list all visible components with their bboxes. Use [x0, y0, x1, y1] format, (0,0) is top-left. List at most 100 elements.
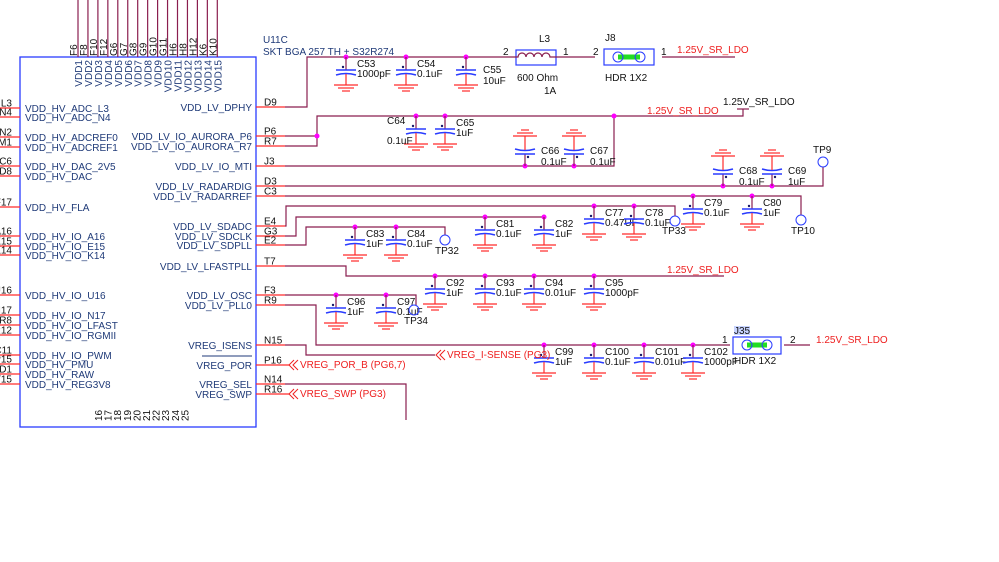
pin-name: VDD5	[114, 60, 125, 87]
connector-j35[interactable]: J35 1 2 HDR 1X2	[722, 326, 796, 367]
pin-ball: N14	[264, 375, 283, 386]
pin-ball: D3	[264, 177, 277, 188]
capacitor-value: 1uF	[763, 208, 780, 219]
pin-ball: C6	[0, 157, 12, 168]
pin-ball: F6	[69, 44, 80, 56]
pin-name: VDD2	[84, 60, 95, 87]
pin-number: 24	[171, 409, 182, 421]
capacitor-value: 1000pF	[704, 357, 738, 368]
inductor-l3[interactable]: L3 2 1 600 Ohm 1A	[503, 34, 569, 97]
pin-ball: E2	[264, 236, 277, 247]
offpage-label-por-b[interactable]: VREG_POR_B (PG6,7)	[300, 360, 406, 371]
pin-ball: N2	[0, 128, 12, 139]
connector-j8[interactable]: J8 2 1 HDR 1X2	[593, 33, 667, 84]
pin-ball: H12	[188, 37, 199, 56]
test-point-tp10[interactable]	[795, 214, 807, 226]
capacitor-ref: C84	[407, 229, 426, 240]
capacitor-ref: C83	[366, 229, 385, 240]
pin-name: VDD_HV_ADCREF1	[25, 143, 118, 154]
capacitor-ref: C66	[541, 146, 560, 157]
pin-ball: G3	[264, 227, 278, 238]
connector-pin-1: 1	[661, 47, 667, 58]
test-point-label: TP9	[813, 145, 832, 156]
pin-name: VDD8	[144, 60, 155, 87]
pin-ball: G6	[109, 42, 120, 56]
chip-pins: F6VDD1F8VDD2F10VDD3F12VDD4G6VDD5G7VDD6G8…	[0, 0, 289, 421]
pin-name: VDD_HV_DAC	[25, 172, 92, 183]
offpage-label-swp[interactable]: VREG_SWP (PG3)	[300, 389, 386, 400]
pin-name: VDD_HV_REG3V8	[25, 380, 111, 391]
pin-ball: F12	[99, 38, 110, 56]
pin-number: 25	[180, 409, 191, 421]
offpage-label-isense[interactable]: VREG_I-SENSE (PG3)	[447, 350, 550, 361]
capacitor-ref: C101	[655, 347, 679, 358]
pin-number: 23	[161, 409, 172, 421]
pin-ball: H8	[178, 43, 189, 56]
capacitor-ref: C99	[555, 347, 574, 358]
junction-dot	[314, 133, 320, 139]
pin-name: VDD_HV_IO_LFAST	[25, 321, 118, 332]
capacitor-ref: C64	[387, 116, 406, 127]
pin-number: 18	[113, 409, 124, 421]
capacitor-ref: C82	[555, 219, 574, 230]
inductor-ref: L3	[539, 34, 551, 45]
capacitor-value: 0.47UF	[605, 218, 638, 229]
pin-ball: G8	[129, 42, 140, 56]
capacitor-value: 0.1uF	[704, 208, 730, 219]
pin-name: VDD11	[174, 60, 185, 92]
capacitor-value: 0.1uF	[605, 357, 631, 368]
pin-number: 21	[142, 409, 153, 421]
pin-ball: G7	[119, 42, 130, 56]
test-point-tp9[interactable]	[817, 156, 829, 168]
capacitor-value: 0.1uF	[541, 157, 567, 168]
pin-name: VDD_LV_SDCLK	[175, 232, 252, 243]
pin-ball: L3	[1, 99, 13, 110]
test-point-tp33[interactable]	[669, 215, 681, 227]
pin-ball: P6	[264, 127, 277, 138]
pin-name: VDD_LV_IO_AURORA_R7	[131, 142, 252, 153]
capacitor-value: 1uF	[788, 177, 805, 188]
test-point-tp32[interactable]	[439, 234, 451, 246]
pin-name: VDD9	[154, 60, 165, 87]
test-point-label: TP10	[791, 226, 815, 237]
capacitor-value: 0.1uF	[645, 218, 671, 229]
pin-ball: E4	[264, 217, 277, 228]
pin-name: VDD7	[134, 60, 145, 87]
test-point-label: TP32	[435, 246, 459, 257]
pin-ball: D1	[0, 365, 12, 376]
pin-number: 16	[94, 409, 105, 421]
test-point-label: TP34	[404, 316, 428, 327]
pin-ball: T7	[264, 257, 276, 268]
test-point-tp34[interactable]	[408, 304, 420, 316]
pin-name: VDD_LV_IO_AURORA_P6	[132, 132, 253, 143]
pin-name: VDD_LV_PLL0	[185, 301, 253, 312]
pin-number: 20	[132, 409, 143, 421]
